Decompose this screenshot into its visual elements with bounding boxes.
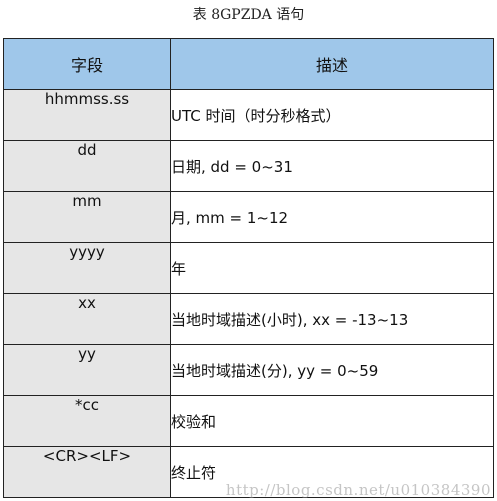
header-field: 字段 bbox=[3, 38, 171, 90]
field-cell: mm bbox=[3, 191, 171, 243]
header-description: 描述 bbox=[170, 38, 494, 90]
field-cell: <CR><LF> bbox=[3, 446, 171, 498]
field-cell: *cc bbox=[3, 395, 171, 447]
description-cell: 终止符 bbox=[170, 446, 494, 498]
table-row: yy 当地时域描述(分), yy = 0~59 bbox=[3, 344, 494, 396]
description-cell: 月, mm = 1~12 bbox=[170, 191, 494, 243]
field-cell: xx bbox=[3, 293, 171, 345]
description-cell: 年 bbox=[170, 242, 494, 294]
table-caption: 表 8GPZDA 语句 bbox=[192, 7, 305, 23]
description-cell: 当地时域描述(小时), xx = -13~13 bbox=[170, 293, 494, 345]
field-cell: dd bbox=[3, 140, 171, 192]
description-cell: 校验和 bbox=[170, 395, 494, 447]
table-row: xx 当地时域描述(小时), xx = -13~13 bbox=[3, 293, 494, 345]
table-row: mm 月, mm = 1~12 bbox=[3, 191, 494, 243]
table-row: <CR><LF> 终止符 bbox=[3, 446, 494, 498]
watermark-url: http://blog.csdn.net/u010384390 bbox=[225, 481, 491, 499]
description-cell: 日期, dd = 0~31 bbox=[170, 140, 494, 192]
table-row: hhmmss.ss UTC 时间（时分秒格式） bbox=[3, 89, 494, 141]
description-cell: UTC 时间（时分秒格式） bbox=[170, 89, 494, 141]
field-cell: yyyy bbox=[3, 242, 171, 294]
gpzda-table: 字段 描述 hhmmss.ss UTC 时间（时分秒格式） dd 日期, dd … bbox=[3, 38, 494, 498]
field-cell: yy bbox=[3, 344, 171, 396]
description-cell: 当地时域描述(分), yy = 0~59 bbox=[170, 344, 494, 396]
table-row: dd 日期, dd = 0~31 bbox=[3, 140, 494, 192]
table-row: *cc 校验和 bbox=[3, 395, 494, 447]
field-cell: hhmmss.ss bbox=[3, 89, 171, 141]
table-header-row: 字段 描述 bbox=[3, 38, 494, 90]
table-row: yyyy 年 bbox=[3, 242, 494, 294]
